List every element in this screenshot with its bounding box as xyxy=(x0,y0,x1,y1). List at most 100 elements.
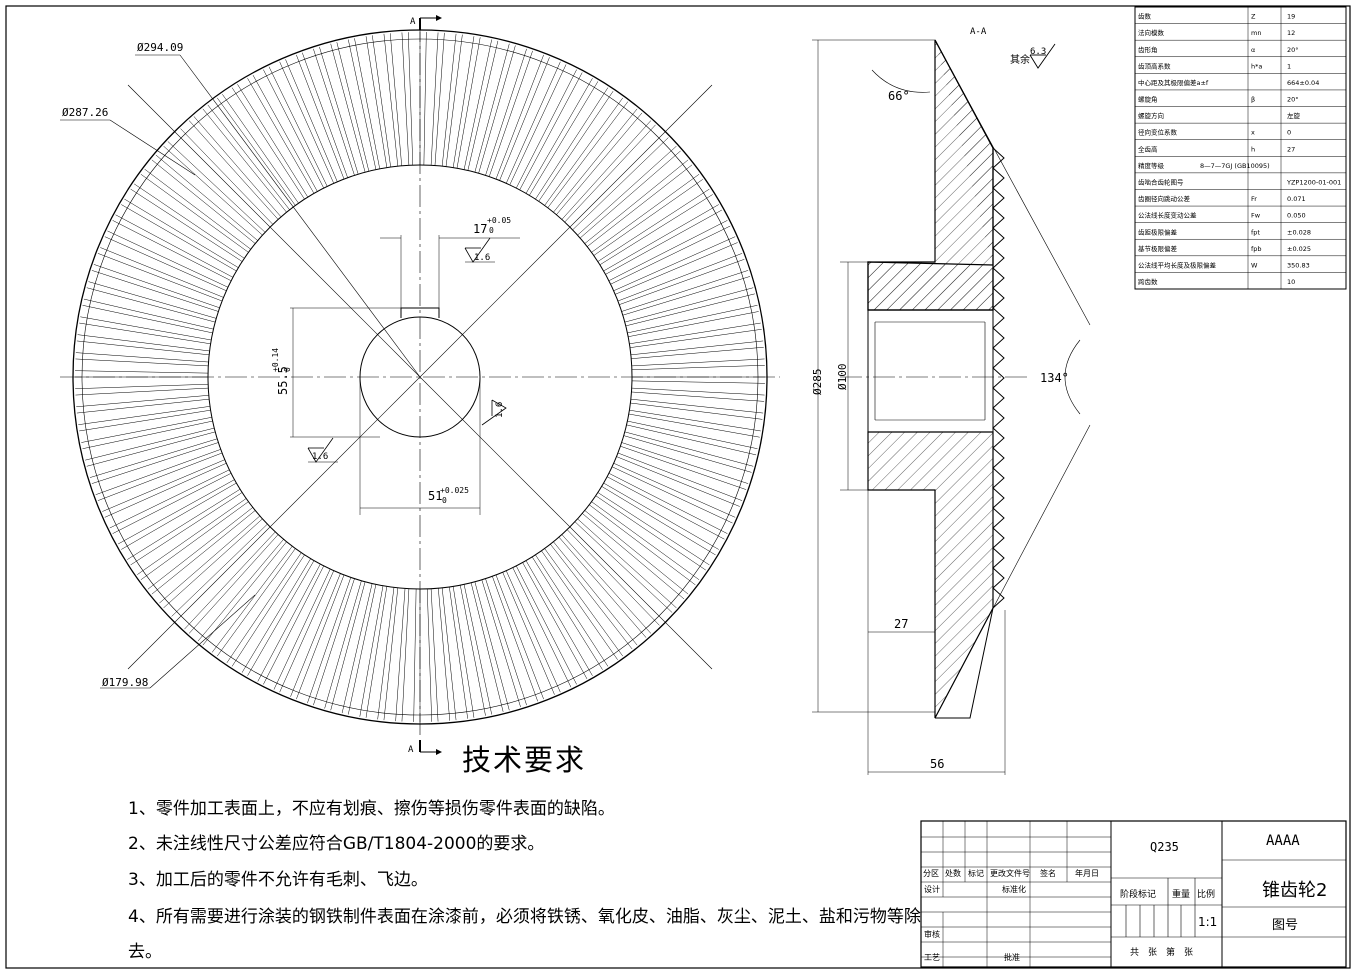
params-value: ±0.025 xyxy=(1287,245,1311,253)
gear-tooth xyxy=(502,570,561,695)
params-value: 664±0.04 xyxy=(1287,79,1319,87)
params-table-border xyxy=(1134,6,1347,290)
title-row-label: 年月日 xyxy=(1075,869,1099,878)
section-view: A-A 134° 66° Ø285 Ø100 xyxy=(811,27,1091,775)
gear-tooth xyxy=(535,87,614,202)
gear-tooth xyxy=(313,46,359,176)
gear-tooth xyxy=(626,420,758,456)
params-name: 螺旋方向 xyxy=(1138,111,1164,120)
gear-tooth xyxy=(117,479,237,550)
gear-teeth xyxy=(75,32,765,722)
gear-tooth xyxy=(91,264,220,312)
gear-tooth xyxy=(624,287,755,327)
gear-tooth xyxy=(630,398,764,420)
title-ratio: 比例 xyxy=(1197,890,1216,900)
roughness-symbol-3: 1.6 xyxy=(481,399,507,426)
params-value: ±0.028 xyxy=(1287,228,1311,236)
params-symbol: α xyxy=(1251,46,1255,54)
gear-tooth xyxy=(102,459,227,518)
gear-tooth xyxy=(151,154,258,244)
title-drawing-no-label: 图号 xyxy=(1272,918,1299,933)
gear-tooth xyxy=(441,33,463,167)
gear-tooth xyxy=(79,316,212,345)
gear-tooth xyxy=(597,188,713,266)
section-teeth-profile xyxy=(992,147,1005,609)
params-value: YZP1200-01-001 xyxy=(1286,178,1341,186)
params-name: 法向模数 xyxy=(1138,28,1165,37)
gear-tooth xyxy=(627,305,759,337)
title-row-label: 处数 xyxy=(945,869,961,878)
gear-tooth xyxy=(78,406,211,432)
title-row-label: 分区 xyxy=(923,869,939,878)
gear-tooth xyxy=(188,116,282,220)
dim-top-angle: 66° xyxy=(888,89,910,103)
gear-tooth xyxy=(383,33,402,167)
params-symbol: fpb xyxy=(1251,245,1262,253)
surface-finish-rest-label: 其余 xyxy=(1010,53,1030,66)
gear-tooth xyxy=(553,108,643,215)
gear-tooth xyxy=(341,583,377,715)
gear-tooth xyxy=(89,438,219,484)
gear-tooth xyxy=(463,39,499,171)
gear-tooth xyxy=(75,383,209,396)
params-name: 中心距及其极限偏差a±f xyxy=(1138,78,1209,87)
params-symbol: x xyxy=(1251,129,1255,137)
gear-tooth xyxy=(574,518,677,613)
section-view-label: A-A xyxy=(970,27,987,37)
gear-tooth xyxy=(140,168,251,253)
gear-tooth xyxy=(359,585,388,718)
gear-tooth xyxy=(525,78,599,196)
section-arrow-top-head xyxy=(436,15,442,21)
gear-tooth xyxy=(558,534,652,638)
gear-tooth xyxy=(495,54,550,181)
gear-tooth xyxy=(279,59,338,184)
params-value: 20° xyxy=(1287,96,1299,104)
title-weight: 重量 xyxy=(1172,890,1191,900)
gear-tooth xyxy=(324,580,366,711)
title-company: AAAA xyxy=(1266,833,1300,849)
section-bore xyxy=(867,309,994,433)
params-symbol: h*a xyxy=(1251,62,1262,70)
params-symbol: h xyxy=(1251,145,1255,153)
gear-tooth xyxy=(273,568,335,693)
gear-tooth xyxy=(75,370,209,378)
gear-tooth xyxy=(606,473,728,540)
roughness-symbol-2: 1.6 xyxy=(307,437,338,463)
gear-tooth xyxy=(430,32,445,166)
gear-tooth xyxy=(620,442,749,490)
params-value: 1 xyxy=(1287,62,1291,70)
gear-tooth xyxy=(121,198,239,272)
params-symbol: 8—7—7GJ (GB10095) xyxy=(1200,162,1270,170)
title-approve: 批准 xyxy=(1004,953,1020,962)
title-stage: 阶段标记 xyxy=(1120,890,1157,900)
requirement-item-3: 3、加工后的零件不允许有毛刺、飞边。 xyxy=(128,870,428,890)
gear-tooth xyxy=(577,145,681,239)
dim-outer-diameter: Ø294.09 xyxy=(137,41,183,54)
gear-tooth xyxy=(613,236,738,295)
gear-tooth xyxy=(629,322,762,348)
gear-tooth xyxy=(611,462,736,524)
gear-tooth xyxy=(531,554,609,670)
params-value: 12 xyxy=(1287,29,1295,37)
gear-tooth xyxy=(621,270,751,316)
gear-tooth xyxy=(137,498,249,580)
params-name: 跨齿数 xyxy=(1138,277,1158,286)
roughness-value-3: 1.6 xyxy=(495,402,505,418)
dim-key-depth: 55.5 xyxy=(276,366,290,395)
gear-tooth xyxy=(631,376,765,384)
title-block xyxy=(920,820,1347,968)
gear-tooth xyxy=(426,588,439,722)
gear-tooth xyxy=(307,577,355,706)
gear-tooth xyxy=(159,515,263,609)
title-standard: 标准化 xyxy=(1002,885,1026,894)
params-name: 齿啮合齿轮图号 xyxy=(1138,177,1184,186)
gear-tooth xyxy=(82,298,214,334)
gear-tooth xyxy=(485,48,533,177)
surface-finish-rest: 其余 6.3 xyxy=(1010,43,1056,69)
gear-tooth xyxy=(97,247,224,302)
leader-179 xyxy=(149,594,256,689)
gear-tooth xyxy=(522,560,593,680)
gear-tooth xyxy=(544,97,629,208)
gear-tooth xyxy=(591,174,703,256)
params-value: 10 xyxy=(1287,278,1295,286)
